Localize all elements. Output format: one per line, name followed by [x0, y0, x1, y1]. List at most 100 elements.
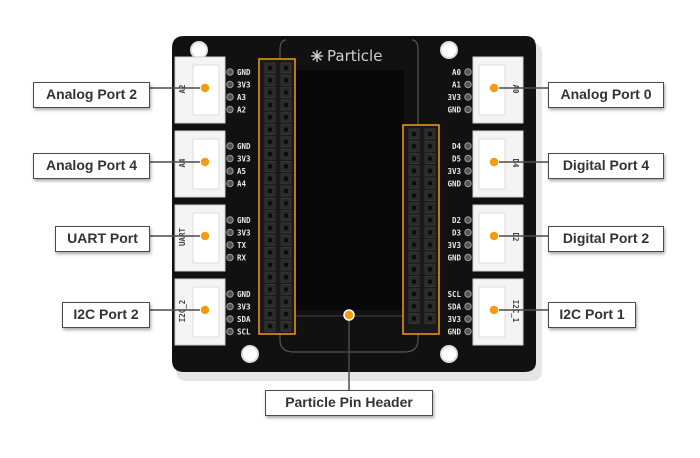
- header-pin-hole: [428, 279, 432, 284]
- header-pin-hole: [284, 66, 288, 70]
- port-pin: [464, 216, 472, 224]
- header-pin-hole: [284, 299, 288, 304]
- port-marker-dot: [199, 156, 211, 168]
- pin-label: A4: [237, 180, 247, 189]
- header-pin-hole: [412, 218, 416, 223]
- port-marker-dot: [488, 304, 500, 316]
- port-pin: [226, 216, 234, 224]
- port-pin: [226, 327, 234, 336]
- port-silkscreen-label: D2: [511, 232, 520, 241]
- header-pin-hole: [284, 90, 288, 95]
- pin-label: SDA: [237, 315, 251, 324]
- header-pin-hole: [428, 168, 432, 173]
- header-pin-hole: [268, 176, 272, 181]
- pin-label: A2: [237, 106, 246, 115]
- header-pin-hole: [268, 238, 272, 243]
- pin-label: 3V3: [447, 241, 461, 250]
- pin-label: GND: [237, 216, 251, 225]
- port-pin: [464, 80, 472, 89]
- header-pin-hole: [412, 132, 416, 136]
- header-pin-hole: [428, 218, 432, 223]
- header-pin-hole: [412, 255, 416, 259]
- pin-label: 3V3: [237, 229, 251, 238]
- port-marker-dot: [488, 230, 500, 242]
- callout-i2c-port-1: I2C Port 1: [548, 302, 636, 328]
- header-pin-hole: [428, 242, 432, 247]
- pin-label: SCL: [447, 290, 461, 299]
- pin-label: 3V3: [447, 315, 461, 324]
- header-pin-hole: [268, 299, 272, 304]
- grove-connector-socket: [478, 286, 506, 338]
- header-pin-hole: [284, 225, 288, 230]
- header-pin-hole: [412, 267, 416, 272]
- header-pin-hole: [268, 139, 272, 144]
- pin-label: SCL: [237, 328, 251, 337]
- pin-label: RX: [237, 254, 247, 263]
- pin-label: A3: [237, 93, 247, 102]
- mounting-hole: [241, 345, 259, 363]
- left-pin-header-pins: [264, 62, 292, 332]
- header-pin-hole: [412, 304, 416, 309]
- header-pin-hole: [284, 102, 288, 107]
- port-pin: [464, 253, 472, 262]
- mounting-hole: [190, 41, 208, 59]
- header-pin-hole: [268, 115, 272, 120]
- header-pin-hole: [284, 312, 288, 316]
- header-pin-hole: [412, 156, 416, 161]
- port-pin: [464, 154, 472, 163]
- header-pin-hole: [268, 275, 272, 280]
- header-pin-hole: [268, 189, 272, 193]
- pin-label: A1: [452, 81, 462, 90]
- port-pin: [226, 241, 234, 249]
- header-pin-hole: [412, 242, 416, 247]
- port-pin: [464, 315, 472, 323]
- callout-leaders: [150, 87, 548, 311]
- port-pin: [464, 228, 472, 237]
- pin-label: GND: [237, 142, 251, 151]
- port-pin: [226, 142, 234, 150]
- header-pin-hole: [284, 115, 288, 120]
- port-silkscreen-label: A0: [511, 84, 520, 94]
- header-pin-hole: [268, 127, 272, 132]
- port-pin: [226, 228, 234, 237]
- port-pin: [464, 105, 472, 114]
- header-pin-hole: [268, 250, 272, 255]
- pin-label: GND: [447, 328, 461, 337]
- header-pin-hole: [284, 78, 288, 83]
- header-pin-hole: [284, 287, 288, 292]
- header-pin-hole: [412, 205, 416, 210]
- port-pin: [226, 179, 234, 188]
- pin-label: GND: [237, 68, 251, 77]
- port-pin: [226, 167, 234, 175]
- port-pin: [226, 105, 234, 114]
- pin-label: GND: [447, 254, 461, 263]
- pin-label: D3: [452, 229, 462, 238]
- header-pin-hole: [412, 181, 416, 186]
- header-pin-hole: [284, 238, 288, 243]
- mounting-hole: [440, 41, 458, 59]
- header-pin-hole: [268, 201, 272, 206]
- header-pin-hole: [268, 90, 272, 95]
- header-pin-hole: [412, 291, 416, 296]
- header-pin-hole: [428, 304, 432, 309]
- callout-analog-port-4: Analog Port 4: [33, 153, 150, 179]
- header-pin-hole: [284, 139, 288, 144]
- header-pin-hole: [268, 78, 272, 83]
- pin-label: 3V3: [447, 167, 461, 176]
- port-marker-dot: [488, 156, 500, 168]
- port-pin: [226, 68, 234, 76]
- port-silkscreen-label: I2C_2: [178, 300, 187, 323]
- pin-label: GND: [447, 106, 461, 115]
- pin-label: 3V3: [447, 93, 461, 102]
- right-pin-header-pins: [408, 128, 436, 324]
- pin-label: D4: [452, 142, 462, 151]
- port-pin: [464, 179, 472, 188]
- header-pin-hole: [268, 225, 272, 230]
- pin-label: GND: [447, 180, 461, 189]
- header-pin-hole: [268, 312, 272, 316]
- port-pin: [464, 142, 472, 150]
